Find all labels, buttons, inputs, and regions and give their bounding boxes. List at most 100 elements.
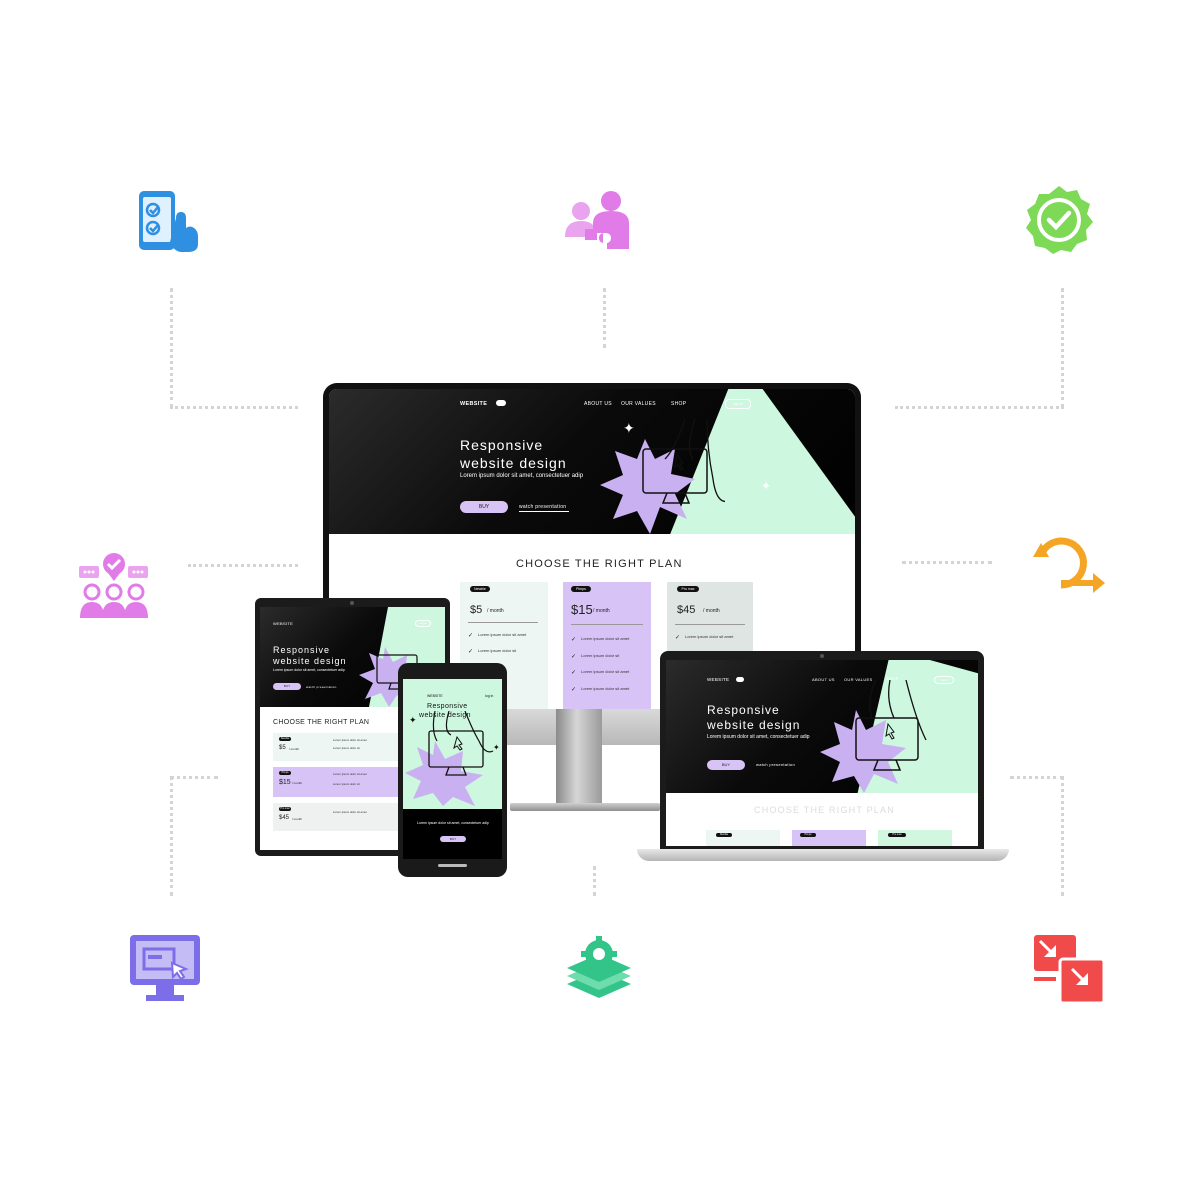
check-icon: ✓ [571,654,577,660]
plan-period: / month [292,817,303,821]
monitor-stand-base [510,803,660,811]
hero-section: ✦ ✦ WEBSITE ABOUT US OUR VALUES SHOP log… [329,389,855,534]
connector-line [895,406,1064,409]
check-icon: ✓ [468,649,474,655]
nav-our-values[interactable]: OUR VALUES [621,401,656,407]
plan-price: $15 [279,779,291,786]
plans-heading: CHOOSE THE RIGHT PLAN [273,719,370,726]
plan-feature: Lorem ipsum dolor sit amet [333,738,367,742]
resize-screens-icon [1034,935,1106,1005]
camera-dot [820,654,824,658]
site-brand: WEBSITE [707,677,730,682]
hero-illustration [600,419,725,534]
plan-card-pro-max[interactable]: Pro max [878,830,952,846]
plan-card-pro-max[interactable]: Pro max $45 / month ✓ Lorem ipsum dolor … [667,582,753,652]
puzzle-people-icon [565,191,629,249]
plan-card-pimps[interactable]: Pimps $15 / month ✓ Lorem ipsum dolor si… [563,582,651,709]
plan-tag: Pimps [800,833,816,837]
sparkle-icon: ✦ [623,420,635,436]
hero-subtitle: Lorem ipsum dolor sit amet, consectetuer… [707,734,810,740]
plan-price: $5 [279,745,286,751]
plan-tag: Newbie [279,737,291,741]
hero-subtitle: Lorem ipsum dolor sit amet, consectetuer… [273,668,345,672]
plan-tag: Pro max [888,833,906,837]
watch-presentation-link[interactable]: watch presentation [756,762,795,767]
plan-feature: Lorem ipsum dolor sit amet [581,636,630,641]
login-link[interactable]: log in [485,694,494,698]
watch-presentation-link[interactable]: watch presentation [519,504,567,510]
plans-heading: CHOOSE THE RIGHT PLAN [754,805,895,815]
camera-dot [350,601,354,605]
nav-shop[interactable]: SHOP [671,401,687,407]
hero-subtitle: Lorem ipsum dolor sit amet, consectetuer… [417,821,489,825]
plan-period: / month [289,747,300,751]
plan-period: / month [487,608,504,614]
phone-device: ✦ ✦ WEBSITE log in Responsive website de… [398,663,507,877]
login-button[interactable]: log in [725,399,751,409]
plan-period: / month [292,781,303,785]
hero-title-line1: Responsive [273,645,331,655]
plan-divider [675,624,745,625]
watch-presentation-link[interactable]: watch presentation [306,685,337,689]
connector-line [170,776,218,779]
nav-our-values[interactable]: OUR VALUES [844,677,873,682]
login-button[interactable]: log in [415,620,431,627]
plan-card-newbie[interactable]: Newbie [706,830,780,846]
plan-feature: Lorem ipsum dolor sit amet [333,810,367,814]
plan-price: $15 [571,602,593,617]
buy-button[interactable]: BUY [273,683,301,690]
nav-shop[interactable]: SHOP [886,676,899,681]
plan-tag: Newbie [716,833,732,837]
plan-period: / month [703,608,720,614]
phone-hero-illustration [405,711,494,806]
brand-logo-icon [736,677,744,682]
plan-feature: Lorem ipsum dolor sit [333,746,360,750]
nav-about-us[interactable]: ABOUT US [584,401,612,407]
verified-badge-icon [1026,186,1093,254]
plan-tag: Pro max [677,586,699,592]
laptop-screen: WEBSITE ABOUT US OUR VALUES SHOP log in … [666,660,978,846]
nav-about-us[interactable]: ABOUT US [812,677,835,682]
connector-line [1010,776,1064,779]
plan-card-pimps[interactable]: Pimps [792,830,866,846]
plan-feature: Lorem ipsum dolor sit [581,653,620,658]
hero-title-line2: website design [707,718,801,732]
hero-title-line2: website design [460,455,567,471]
laptop-base [637,849,1009,861]
plan-tag: Newbie [470,586,490,592]
connector-line [170,288,173,408]
plan-feature: Lorem ipsum dolor sit amet [581,686,630,691]
connector-line [1061,288,1064,408]
buy-button[interactable]: BUY [460,501,508,513]
monitor-stand-neck [556,709,602,804]
check-icon: ✓ [675,635,681,641]
plans-heading: CHOOSE THE RIGHT PLAN [516,558,683,570]
connector-line [902,561,992,564]
plan-price: $45 [677,604,696,616]
laptop-device: WEBSITE ABOUT US OUR VALUES SHOP log in … [660,651,984,849]
hero-title-line2: website design [273,656,347,666]
buy-button[interactable]: BUY [707,760,745,770]
sparkle-icon: ✦ [493,743,500,752]
mobile-checklist-icon [139,191,198,252]
plan-tag: Pro max [279,807,291,811]
connector-line [1061,776,1064,896]
laptop-hero: WEBSITE ABOUT US OUR VALUES SHOP log in … [666,660,978,793]
connector-line [188,564,298,567]
layers-gear-icon [567,936,631,998]
check-icon: ✓ [571,637,577,643]
phone-screen: ✦ ✦ WEBSITE log in Responsive website de… [403,679,502,859]
plan-price: $5 [470,604,483,616]
refresh-arrow-icon [1033,537,1105,593]
hero-subtitle: Lorem ipsum dolor sit amet, consectetuer… [460,473,584,479]
check-icon: ✓ [468,633,474,639]
site-brand: WEBSITE [427,694,443,698]
plan-period: / month [593,608,610,614]
brand-logo-icon [496,400,506,406]
buy-button[interactable]: BUY [440,836,466,842]
login-button[interactable]: log in [934,676,954,684]
hero-title-line1: Responsive [460,437,544,453]
connector-line [603,288,606,348]
connector-line [170,406,298,409]
plan-price: $45 [279,815,290,821]
